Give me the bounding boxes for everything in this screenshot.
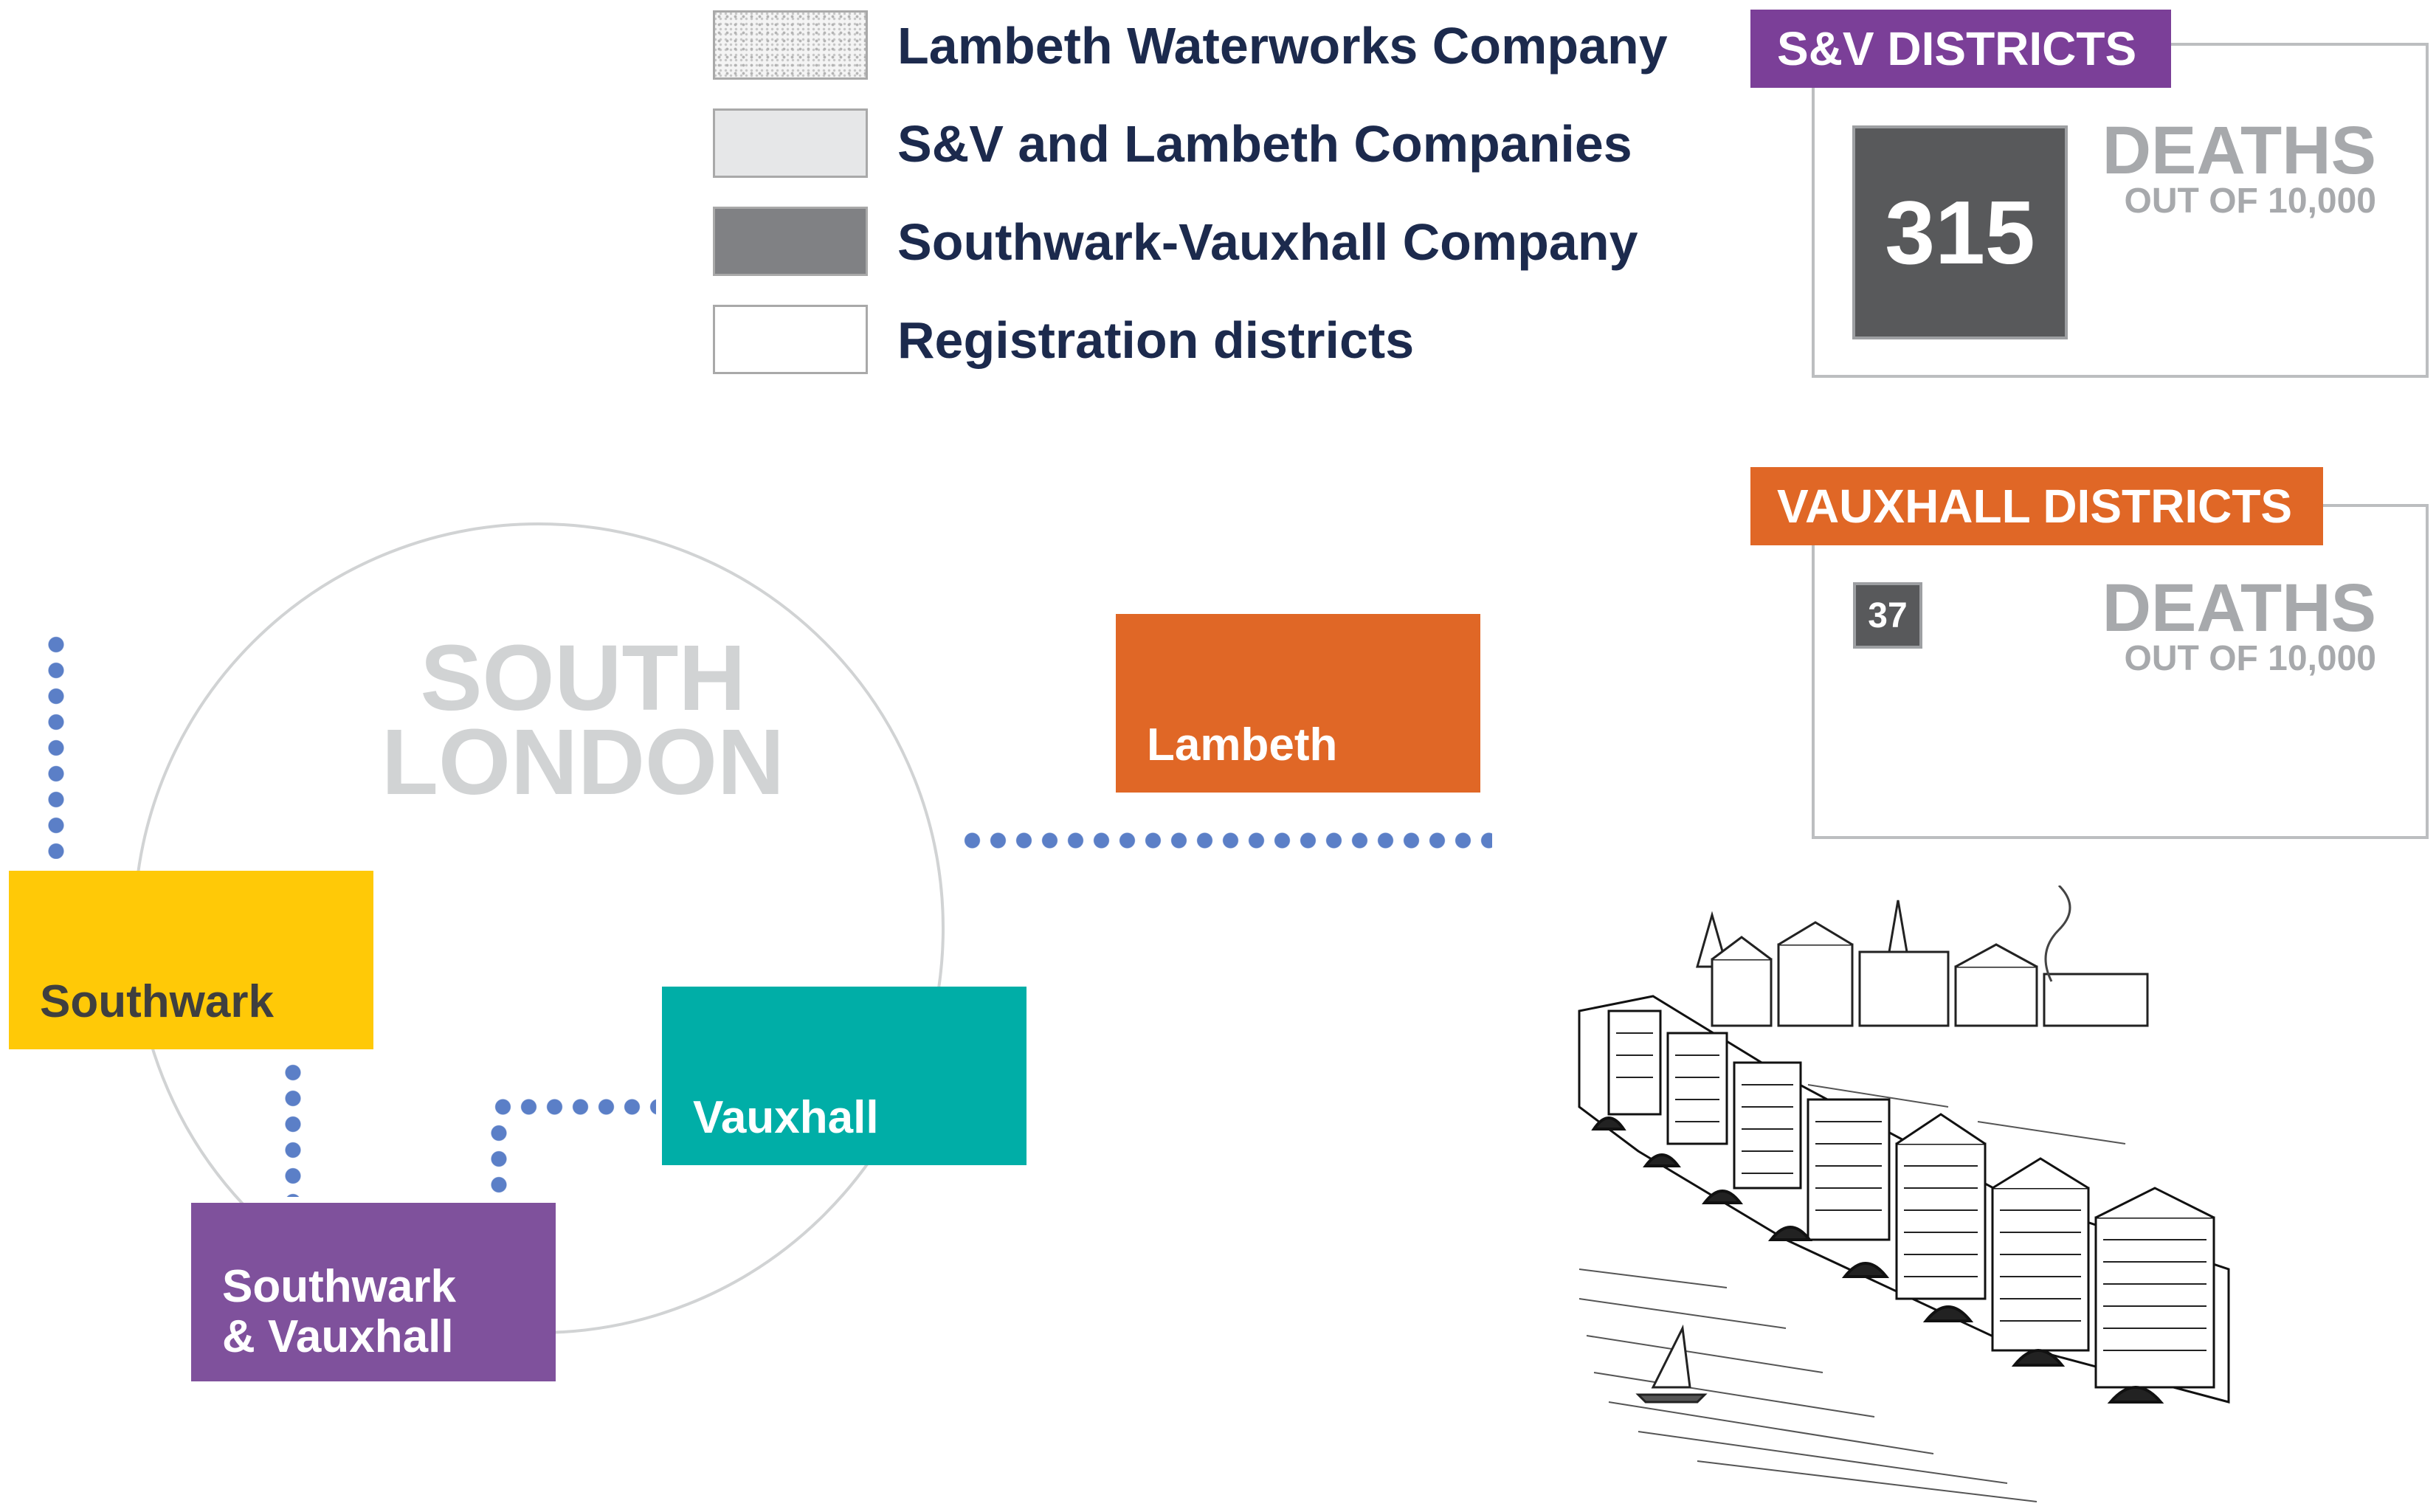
district-lambeth: Lambeth [1116,614,1480,793]
legend-swatch-dotted [713,10,868,80]
boat [1635,1324,1708,1404]
deaths-sub-label: OUT OF 10,000 [2124,182,2376,221]
bridge-arches [1591,1116,2164,1404]
region-label-line1: SOUTH [420,626,746,730]
region-label-line2: LONDON [382,710,784,814]
legend-label: Southwark-Vauxhall Company [897,213,1638,271]
death-count: 315 [1885,182,2035,283]
region-label: SOUTH LONDON [347,626,819,814]
district-southwark: Southwark [9,871,373,1049]
district-label: Vauxhall [693,1092,879,1143]
death-count-box: 37 [1853,582,1922,649]
legend-label: S&V and Lambeth Companies [897,115,1632,173]
old-london-bridge-engraving-icon [1578,886,2230,1502]
panel-tag: S&V DISTRICTS [1750,10,2171,88]
legend-swatch-dark-gray [713,207,868,276]
death-count-box: 315 [1852,125,2068,339]
window-hatching [1616,1032,2206,1351]
legend-item-lambeth-waterworks: Lambeth Waterworks Company [713,10,1694,81]
connector-southwark-to-sv [284,1060,302,1197]
deaths-label: DEATHS [2102,113,2376,188]
legend-item-registration-districts: Registration districts [713,305,1694,376]
district-label-line1: Southwark [222,1261,456,1312]
district-vauxhall: Vauxhall [662,987,1026,1165]
legend-item-sv-and-lambeth: S&V and Lambeth Companies [713,108,1694,179]
smoke [2044,886,2071,982]
legend-label: Registration districts [897,311,1415,369]
death-count: 37 [1868,596,1908,635]
district-label: Lambeth [1147,719,1338,770]
legend-label: Lambeth Waterworks Company [897,17,1668,75]
connector-lambeth [959,832,1492,849]
deaths-sub-label: OUT OF 10,000 [2124,639,2376,678]
deaths-label: DEATHS [2102,570,2376,646]
skyline [1696,900,2149,1027]
panel-tag: VAUXHALL DISTRICTS [1750,467,2323,545]
district-label-line2: & Vauxhall [222,1311,454,1362]
connector-vauxhall-horizontal [490,1098,656,1116]
connector-southwark-north [47,632,65,859]
water-lines [1578,1084,2126,1502]
district-southwark-vauxhall: Southwark & Vauxhall [191,1203,556,1381]
district-label: Southwark [40,976,274,1027]
bridge-houses [1578,995,2230,1404]
legend-swatch-white [713,305,868,374]
legend-swatch-light-gray [713,108,868,178]
legend-item-southwark-vauxhall: Southwark-Vauxhall Company [713,207,1694,277]
connector-vauxhall-to-sv [490,1120,508,1197]
panel-frame [1812,504,2429,839]
